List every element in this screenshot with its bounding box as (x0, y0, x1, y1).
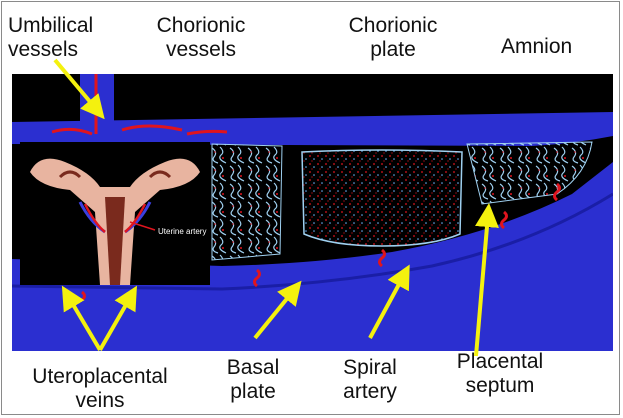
label-basal-plate: Basal plate (218, 356, 288, 404)
uterine-artery-label: Uterine artery (158, 227, 206, 236)
label-placental-septum: Placental septum (445, 350, 555, 398)
label-amnion: Amnion (501, 35, 572, 59)
cotyledon-left (212, 144, 282, 260)
label-umbilical-vessels: Umbilical vessels (8, 14, 93, 62)
intervillous-space (302, 150, 462, 246)
uterus-inset: Uterine artery (20, 142, 210, 285)
label-uteroplacental-veins: Uteroplacental veins (25, 365, 175, 413)
label-spiral-artery: Spiral artery (330, 356, 410, 404)
label-chorionic-vessels: Chorionic vessels (146, 14, 256, 62)
label-chorionic-plate: Chorionic plate (338, 14, 448, 62)
